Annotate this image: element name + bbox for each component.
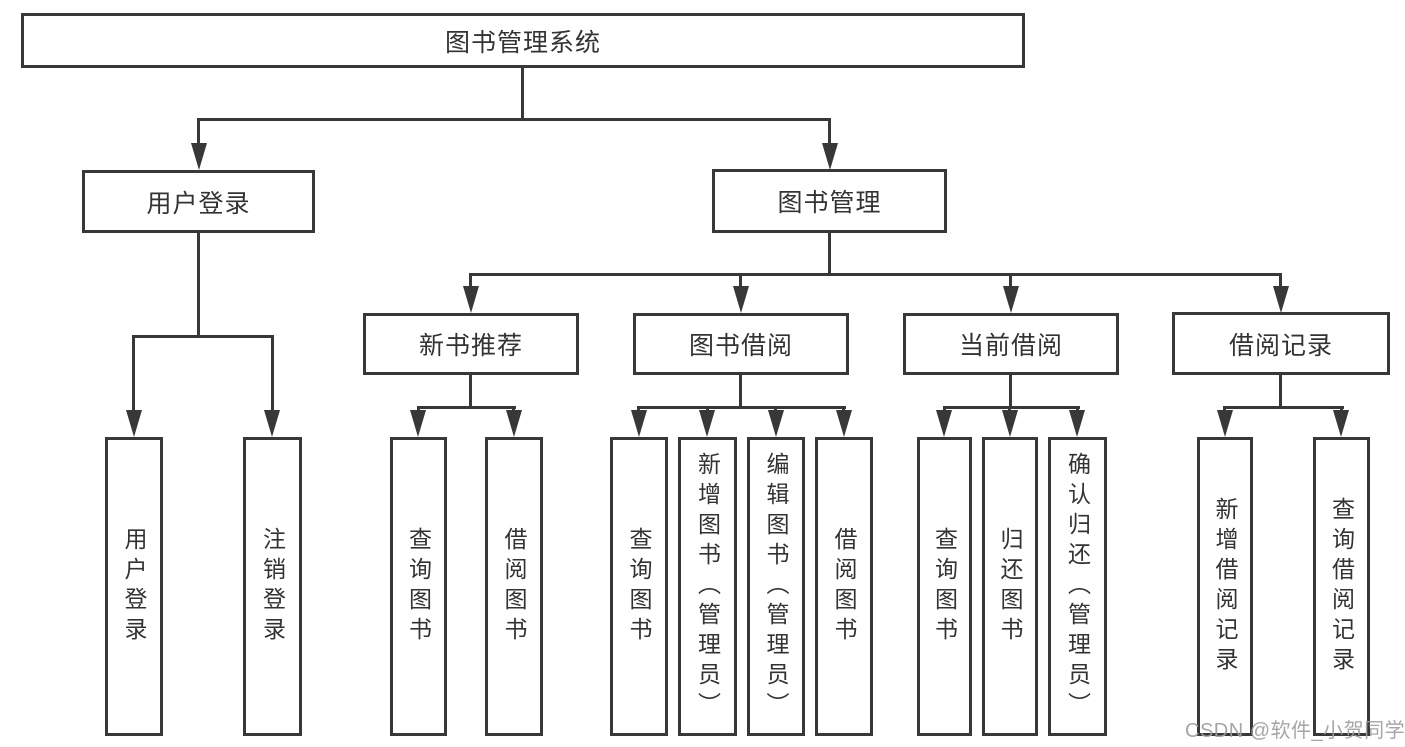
leaf-query-borrow-record: 查询借阅记录 — [1313, 437, 1370, 736]
connector-line — [1279, 375, 1282, 406]
arrow-down-icon — [1003, 286, 1019, 313]
connector-line — [828, 233, 831, 273]
leaf-add-borrow-record: 新增借阅记录 — [1197, 437, 1253, 736]
connector-line — [1279, 273, 1282, 289]
connector-line — [417, 406, 516, 409]
arrow-down-icon — [410, 410, 426, 437]
arrow-down-icon — [264, 410, 280, 437]
arrow-down-icon — [463, 286, 479, 313]
leaf-add-book-admin: 新增图书（管理员） — [678, 437, 737, 736]
node-book-management: 图书管理 — [712, 169, 947, 233]
arrow-down-icon — [506, 410, 522, 437]
arrow-down-icon — [1069, 410, 1085, 437]
arrow-down-icon — [768, 410, 784, 437]
leaf-query-books-borrowing: 查询图书 — [610, 437, 668, 736]
leaf-edit-book-admin: 编辑图书（管理员） — [747, 437, 805, 736]
arrow-down-icon — [1217, 410, 1233, 437]
connector-line — [469, 273, 1282, 276]
connector-line — [132, 335, 274, 338]
node-new-book-recommendation: 新书推荐 — [363, 313, 579, 375]
connector-line — [637, 406, 846, 409]
connector-line — [271, 335, 274, 413]
node-book-borrowing: 图书借阅 — [633, 313, 849, 375]
leaf-query-books-current: 查询图书 — [917, 437, 972, 736]
connector-line — [197, 233, 200, 335]
leaf-query-books-recommend: 查询图书 — [390, 437, 447, 736]
node-borrowing-records: 借阅记录 — [1172, 312, 1390, 375]
connector-line — [197, 118, 831, 121]
connector-line — [469, 273, 472, 289]
arrow-down-icon — [1273, 286, 1289, 313]
connector-line — [943, 406, 1080, 409]
connector-line — [1223, 406, 1344, 409]
arrow-down-icon — [1002, 410, 1018, 437]
connector-line — [739, 273, 742, 289]
connector-line — [469, 375, 472, 406]
arrow-down-icon — [1333, 410, 1349, 437]
leaf-borrow-books-recommend: 借阅图书 — [485, 437, 543, 736]
connector-line — [739, 375, 742, 406]
connector-line — [1009, 273, 1012, 289]
leaf-return-books: 归还图书 — [982, 437, 1038, 736]
connector-line — [197, 118, 200, 146]
leaf-logout: 注销登录 — [243, 437, 302, 736]
leaf-borrow-books-borrowing: 借阅图书 — [815, 437, 873, 736]
connector-line — [1009, 375, 1012, 406]
leaf-user-login: 用户登录 — [105, 437, 163, 736]
leaf-confirm-return-admin: 确认归还（管理员） — [1048, 437, 1107, 736]
arrow-down-icon — [836, 410, 852, 437]
connector-line — [521, 68, 524, 118]
node-current-borrowing: 当前借阅 — [903, 313, 1119, 375]
arrow-down-icon — [631, 410, 647, 437]
arrow-down-icon — [936, 410, 952, 437]
connector-line — [828, 118, 831, 146]
node-user-login: 用户登录 — [82, 170, 315, 233]
connector-line — [132, 335, 135, 413]
arrow-down-icon — [699, 410, 715, 437]
watermark: CSDN @软件_小贺同学 — [1185, 720, 1405, 742]
node-library-management-system: 图书管理系统 — [21, 13, 1025, 68]
arrow-down-icon — [126, 410, 142, 437]
arrow-down-icon — [733, 286, 749, 313]
arrow-down-icon — [822, 143, 838, 170]
arrow-down-icon — [191, 143, 207, 170]
